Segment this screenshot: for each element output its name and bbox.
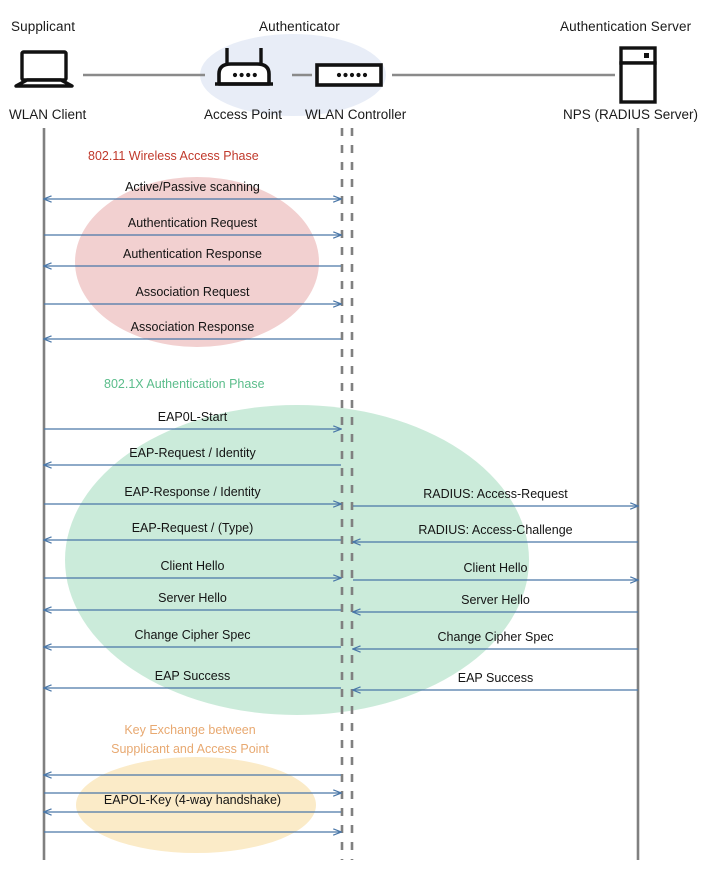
role-label-supplicant: Supplicant (11, 19, 76, 34)
phase-key-exchange-ellipse (76, 757, 316, 853)
phase-8021x-ellipse (65, 405, 529, 715)
message-label: EAP-Request / Identity (129, 446, 256, 460)
message-label: Authentication Response (123, 247, 262, 261)
phase-title-key-exchange-line2: Supplicant and Access Point (111, 742, 269, 756)
message-label: Client Hello (463, 561, 528, 575)
message-label: Client Hello (160, 559, 225, 573)
message-label: Association Response (130, 320, 255, 334)
role-label-authenticator: Authenticator (259, 19, 340, 34)
message-arrow-layer (44, 199, 638, 832)
message-label: EAP Success (154, 669, 231, 683)
server-icon (618, 46, 658, 106)
message-label: Server Hello (461, 593, 530, 607)
message-label: Server Hello (158, 591, 227, 605)
message-label: EAP Success (457, 671, 534, 685)
phase-title-80211: 802.11 Wireless Access Phase (88, 149, 259, 163)
laptop-icon (14, 50, 74, 90)
message-label: EAP-Response / Identity (124, 485, 261, 499)
device-label-access-point: Access Point (204, 107, 283, 122)
device-label-wlan-client: WLAN Client (9, 107, 87, 122)
phase-title-key-exchange: Key Exchange between Supplicant and Acce… (95, 721, 285, 759)
message-label: Association Request (135, 285, 250, 299)
message-label: Authentication Request (127, 216, 258, 230)
role-label-authentication-server: Authentication Server (560, 19, 692, 34)
message-label: Change Cipher Spec (437, 630, 554, 644)
message-label: Active/Passive scanning (125, 180, 260, 194)
message-label: EAP0L-Start (157, 410, 228, 424)
message-label: EAP-Request / (Type) (131, 521, 254, 535)
wlan-controller-icon (315, 62, 383, 88)
phase-title-key-exchange-line1: Key Exchange between (124, 723, 256, 737)
device-label-wlan-controller: WLAN Controller (305, 107, 407, 122)
phase-title-8021x: 802.1X Authentication Phase (104, 377, 265, 391)
message-label: RADIUS: Access-Request (423, 487, 568, 501)
device-label-nps-radius-server: NPS (RADIUS Server) (563, 107, 699, 122)
message-label: RADIUS: Access-Challenge (418, 523, 573, 537)
access-point-icon (213, 46, 275, 92)
message-label: EAPOL-Key (4-way handshake) (103, 793, 282, 807)
message-label: Change Cipher Spec (134, 628, 251, 642)
